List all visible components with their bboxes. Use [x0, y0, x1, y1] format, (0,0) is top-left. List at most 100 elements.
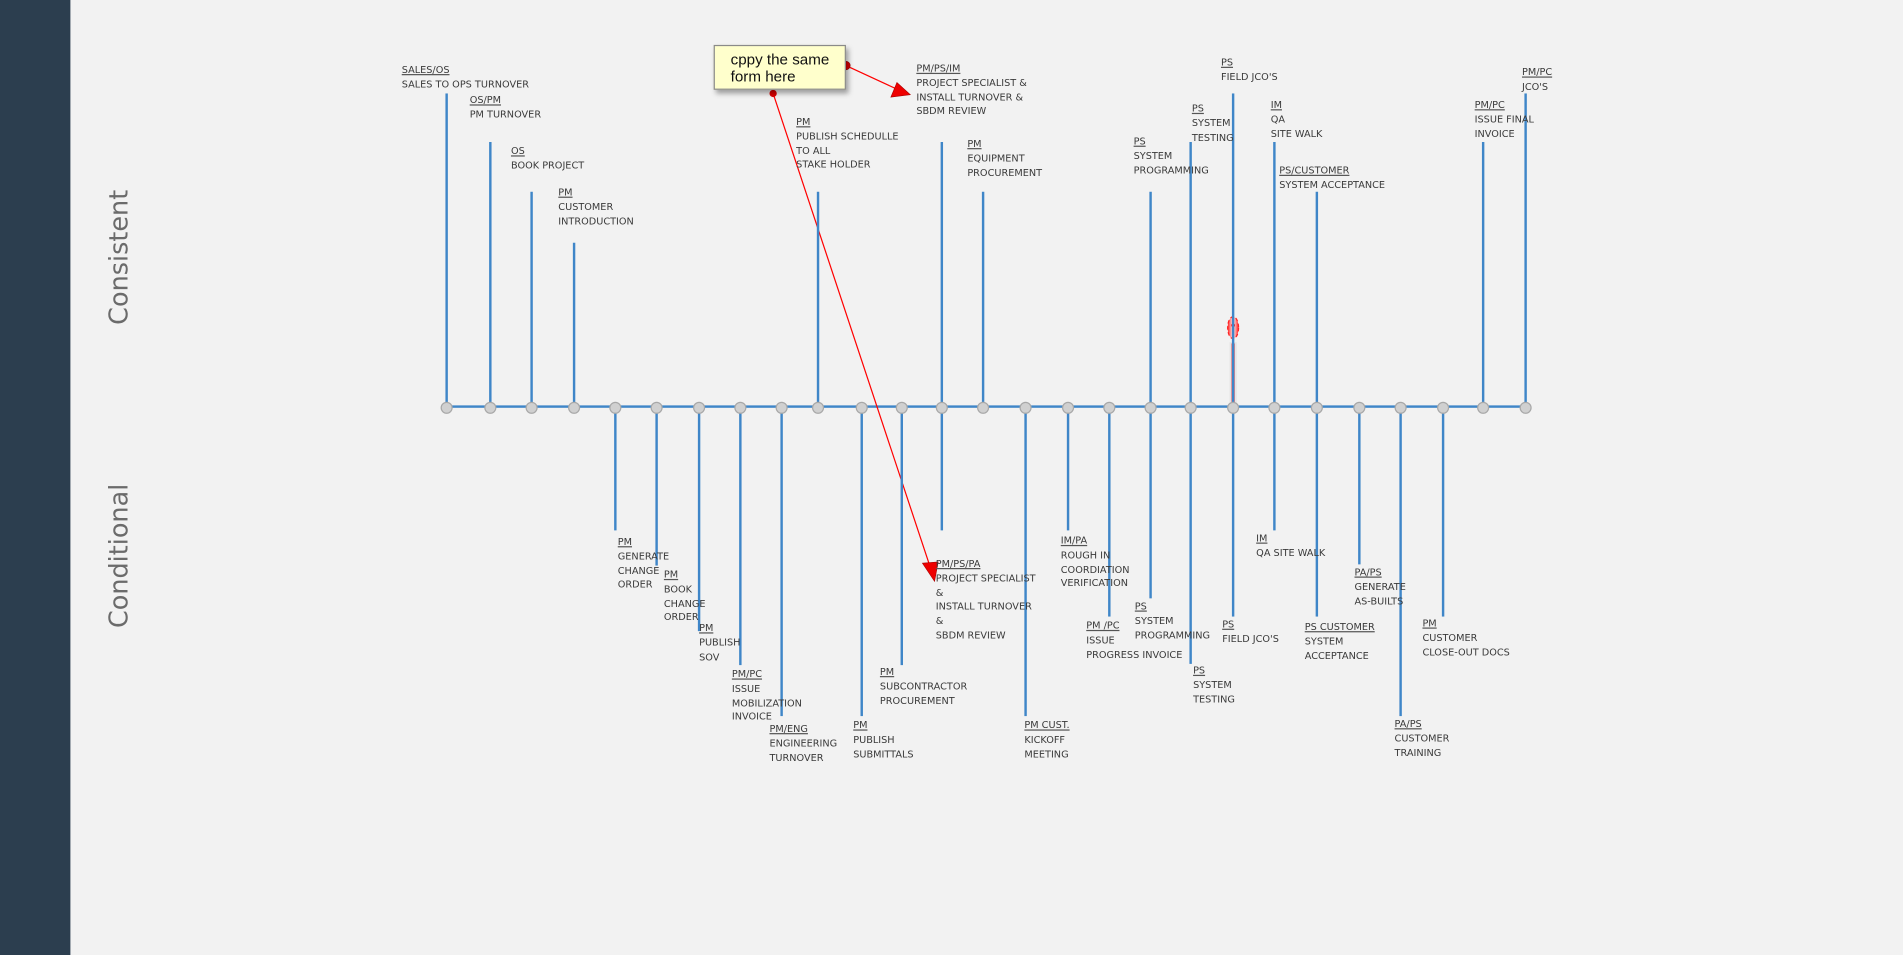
- milestone-text: PROCUREMENT: [967, 166, 1043, 178]
- timeline-node[interactable]: [650, 401, 663, 414]
- milestone-text: ISSUE FINAL: [1474, 113, 1534, 125]
- timeline-node[interactable]: [609, 401, 622, 414]
- timeline-node[interactable]: [1437, 401, 1450, 414]
- milestone-role: PM/PC: [1521, 66, 1553, 78]
- timeline-node[interactable]: [1477, 401, 1490, 414]
- milestone-text: GENERATE: [617, 550, 670, 562]
- milestone-stem: [1066, 406, 1070, 531]
- milestone-text: PROGRESS INVOICE: [1086, 648, 1183, 660]
- milestone-role: PM CUST.: [1024, 719, 1070, 731]
- milestone-role: PM: [663, 569, 679, 581]
- milestone-role: SALES/OS: [401, 64, 450, 76]
- timeline-node[interactable]: [525, 401, 538, 414]
- milestone-text: SOV: [699, 651, 720, 663]
- timeline-node[interactable]: [1184, 401, 1197, 414]
- timeline-node[interactable]: [1353, 401, 1366, 414]
- milestone-text: SYSTEM: [1191, 117, 1231, 129]
- milestone-stem: [940, 406, 944, 531]
- timeline-node[interactable]: [1144, 401, 1157, 414]
- timeline-node[interactable]: [855, 401, 868, 414]
- timeline-node[interactable]: [440, 401, 453, 414]
- milestone-stem: [1024, 406, 1027, 717]
- milestone-role: PA/PS: [1354, 566, 1382, 578]
- milestone-text: TRAINING: [1394, 747, 1442, 759]
- milestone-label[interactable]: SALES/OS SALES TO OPS TURNOVER: [402, 63, 529, 92]
- timeline-node[interactable]: [775, 401, 788, 414]
- timeline-node[interactable]: [1019, 401, 1032, 414]
- milestone-label[interactable]: PS FIELD JCO'S: [1221, 56, 1278, 85]
- timeline-node[interactable]: [484, 401, 497, 414]
- milestone-stem: [940, 142, 944, 407]
- timeline-node[interactable]: [977, 401, 990, 414]
- timeline-node[interactable]: [895, 401, 908, 414]
- milestone-role: PM/ENG: [769, 723, 808, 735]
- timeline-node[interactable]: [734, 401, 747, 414]
- milestone-text: ISSUE: [731, 683, 761, 694]
- milestone-text: &: [935, 586, 944, 598]
- milestone-text: PM TURNOVER: [469, 108, 542, 120]
- milestone-text: TURNOVER: [769, 752, 824, 763]
- timeline-node[interactable]: [1519, 401, 1532, 414]
- milestone-text: SYSTEM: [1193, 679, 1232, 691]
- timeline-node[interactable]: [1394, 401, 1407, 414]
- timeline-node[interactable]: [811, 401, 825, 414]
- timeline-node[interactable]: [1061, 401, 1075, 414]
- timeline-node[interactable]: [1103, 401, 1116, 414]
- milestone-role: PS/CUSTOMER: [1279, 165, 1350, 176]
- milestone-text: SBDM REVIEW: [935, 629, 1006, 641]
- milestone-text: ROUGH IN: [1060, 549, 1111, 561]
- timeline-node[interactable]: [568, 401, 581, 414]
- milestone-role: PM /PC: [1086, 620, 1120, 632]
- timeline-node[interactable]: [1310, 401, 1323, 414]
- milestone-role: PS: [1220, 57, 1234, 68]
- milestone-text: VERIFICATION: [1060, 578, 1128, 590]
- milestone-text: SALES TO OPS TURNOVER: [401, 78, 529, 90]
- milestone-text: BOOK PROJECT: [510, 159, 585, 171]
- timeline-node[interactable]: [1227, 401, 1240, 414]
- callout-note[interactable]: cppy the same form here: [713, 44, 846, 90]
- timeline-node[interactable]: [693, 401, 706, 414]
- milestone-stem: [1149, 406, 1152, 599]
- milestone-stem: [1231, 406, 1235, 617]
- milestone-text: FIELD JCO'S: [1220, 71, 1278, 83]
- milestone-stem: [572, 242, 576, 407]
- milestone-stem: [489, 142, 492, 407]
- sidebar: [0, 0, 71, 955]
- timeline-node[interactable]: [935, 401, 948, 414]
- milestone-stem: [860, 406, 863, 717]
- timeline-node[interactable]: [1268, 401, 1281, 414]
- milestone-text: TESTING: [1193, 693, 1235, 705]
- milestone-text: SYSTEM: [1134, 615, 1174, 627]
